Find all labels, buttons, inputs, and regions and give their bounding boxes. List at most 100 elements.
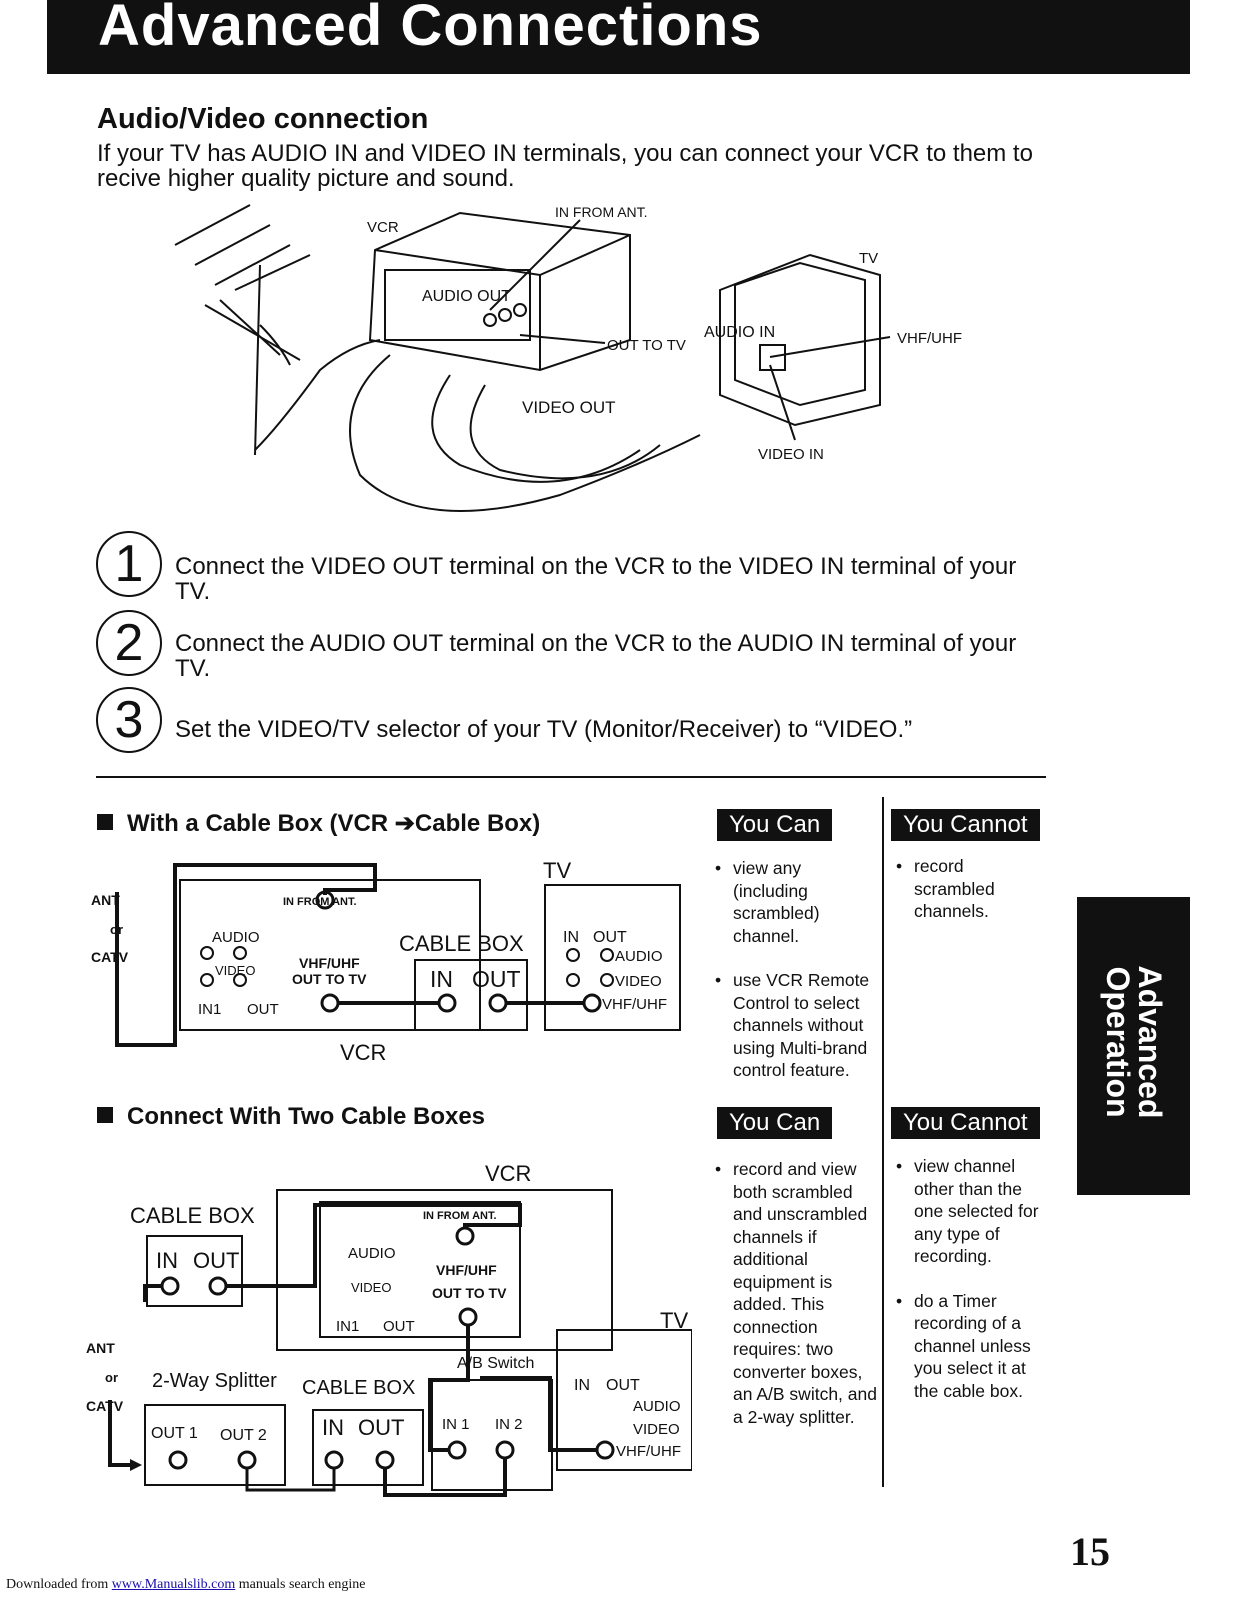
- av-label-tv: TV: [859, 250, 878, 267]
- tb-label-vcr: VCR: [485, 1161, 531, 1186]
- title-bar: [47, 0, 1190, 74]
- cable-box-you-cannot-label: You Cannot: [891, 809, 1040, 841]
- tb-label-cable-box-top: CABLE BOX: [130, 1203, 255, 1228]
- list-item: view channel other than the one selected…: [896, 1155, 1046, 1268]
- two-boxes-you-cannot-list: view channel other than the one selected…: [896, 1155, 1046, 1424]
- tb-label-video: VIDEO: [351, 1280, 391, 1295]
- side-tab: [1077, 897, 1190, 1195]
- footer-prefix: Downloaded from: [6, 1577, 112, 1592]
- section-intro: If your TV has AUDIO IN and VIDEO IN ter…: [97, 140, 1033, 192]
- tb-label-out: OUT: [193, 1248, 239, 1273]
- tb-label-ab-switch: A/B Switch: [457, 1355, 534, 1372]
- cb-label-vhf-uhf: VHF/UHF: [299, 955, 360, 971]
- step-3-number: 3: [96, 687, 162, 753]
- list-item: view any (including scrambled) channel.: [715, 857, 880, 947]
- step-1-number: 1: [96, 531, 162, 597]
- cb-label-tv-in: IN: [563, 929, 579, 946]
- vcr-illustration: [368, 211, 631, 372]
- cb-label-audio: AUDIO: [212, 929, 260, 946]
- tb-label-cable-box-bottom: CABLE BOX: [302, 1377, 415, 1399]
- cable-box-you-can-list: view any (including scrambled) channel. …: [715, 857, 880, 1104]
- tb-label-cb-in: IN: [322, 1415, 344, 1440]
- tb-label-vcr-out: OUT: [383, 1318, 415, 1335]
- cable-box-heading: With a Cable Box (VCR ➔Cable Box): [97, 809, 540, 838]
- two-boxes-title: Connect With Two Cable Boxes: [127, 1103, 486, 1130]
- av-label-vcr: VCR: [367, 219, 399, 236]
- tb-label-out2: OUT 2: [220, 1427, 267, 1444]
- tb-label-out-to-tv: OUT TO TV: [432, 1285, 507, 1301]
- page-title: Advanced Connections: [98, 0, 763, 58]
- cb-label-out: OUT: [247, 1001, 279, 1018]
- step-2-text: Connect the AUDIO OUT terminal on the VC…: [175, 630, 1017, 682]
- tb-label-out1: OUT 1: [151, 1425, 198, 1442]
- cable-box-title: With a Cable Box (VCR ➔Cable Box): [127, 810, 541, 837]
- two-boxes-you-can-label: You Can: [717, 1107, 833, 1139]
- splitter-frame: [144, 1404, 286, 1486]
- cb-label-out-to-tv: OUT TO TV: [292, 971, 367, 987]
- tb-label-splitter: 2-Way Splitter: [152, 1370, 277, 1392]
- cb-label-vcr: VCR: [340, 1040, 386, 1065]
- side-tab-line1: Advanced: [1132, 965, 1168, 1119]
- cb-label-tv-audio: AUDIO: [615, 948, 663, 965]
- cb-label-tv-out: OUT: [593, 929, 627, 946]
- footer-suffix: manuals search engine: [235, 1577, 366, 1592]
- list-item: record and view both scrambled and unscr…: [715, 1158, 880, 1428]
- section-title: Audio/Video connection: [97, 103, 429, 135]
- column-divider: [882, 797, 884, 1487]
- tb-label-in: IN: [156, 1248, 178, 1273]
- two-boxes-you-can-list: record and view both scrambled and unscr…: [715, 1158, 880, 1450]
- tb-label-in-from-ant: IN FROM ANT.: [423, 1210, 497, 1222]
- tb-label-vhf-uhf: VHF/UHF: [436, 1262, 497, 1278]
- tb-label-cb-out: OUT: [358, 1415, 404, 1440]
- list-item: do a Timer recording of a channel unless…: [896, 1290, 1046, 1403]
- cb-label-in-from-ant: IN FROM ANT.: [283, 896, 357, 908]
- av-label-video-in: VIDEO IN: [758, 446, 824, 463]
- square-bullet-icon: [97, 814, 113, 830]
- list-item: use VCR Remote Control to select channel…: [715, 969, 880, 1082]
- av-label-audio-in: AUDIO IN: [704, 324, 775, 341]
- tb-label-or: or: [105, 1370, 118, 1385]
- step-2-number: 2: [96, 610, 162, 676]
- av-label-audio-out: AUDIO OUT: [422, 288, 511, 305]
- two-boxes-diagram: VCR CABLE BOX IN OUT IN FROM ANT. AUDIO …: [86, 1161, 692, 1497]
- cable-box-you-cannot-list: record scrambled channels.: [896, 855, 1046, 945]
- tv-box-frame: [556, 1329, 692, 1471]
- cb-label-catv: CATV: [91, 949, 129, 965]
- tb-label-audio: AUDIO: [348, 1245, 396, 1262]
- ab-switch-frame: [431, 1379, 553, 1491]
- step-1-text: Connect the VIDEO OUT terminal on the VC…: [175, 553, 1017, 605]
- cable-box-diagram: ANT or CATV IN FROM ANT. AUDIO VIDEO IN1…: [91, 858, 681, 1065]
- tb-label-tv-vhf: VHF/UHF: [616, 1443, 681, 1460]
- step-3-text: Set the VIDEO/TV selector of your TV (Mo…: [175, 716, 913, 743]
- cable-box-frame: [414, 959, 528, 1031]
- av-label-vhf-uhf: VHF/UHF: [897, 330, 962, 347]
- two-boxes-heading: Connect With Two Cable Boxes: [97, 1103, 485, 1131]
- page-number: 15: [1070, 1529, 1110, 1574]
- tb-label-tv-audio: AUDIO: [633, 1398, 681, 1415]
- tb-label-tv: TV: [660, 1308, 688, 1333]
- square-bullet-icon: [97, 1107, 113, 1123]
- side-tab-line2: Operation: [1100, 966, 1136, 1118]
- tb-label-sw-in2: IN 2: [495, 1416, 523, 1433]
- av-connection-diagram: VCR IN FROM ANT. TV AUDIO OUT AUDIO IN O…: [174, 204, 962, 512]
- tb-label-tv-video: VIDEO: [633, 1421, 680, 1438]
- av-label-in-from-ant: IN FROM ANT.: [555, 204, 648, 220]
- cable-box-top-frame: [146, 1235, 243, 1307]
- cb-label-in: IN: [430, 966, 453, 992]
- cb-label-or: or: [110, 922, 123, 937]
- cable-box-bottom-frame: [312, 1409, 424, 1486]
- cb-label-in1: IN1: [198, 1001, 221, 1018]
- tb-label-tv-out: OUT: [606, 1377, 640, 1394]
- vcr-box-frame: [276, 1189, 613, 1351]
- cb-label-tv-video: VIDEO: [615, 973, 662, 990]
- cb-label-tv: TV: [543, 858, 571, 883]
- footer-link[interactable]: www.Manualslib.com: [111, 1577, 236, 1592]
- tb-label-in1: IN1: [336, 1318, 359, 1335]
- tv-box-frame: [544, 884, 681, 1031]
- tb-label-tv-in: IN: [574, 1377, 590, 1394]
- tb-label-catv: CATV: [86, 1398, 124, 1414]
- cables: [254, 219, 891, 512]
- tb-label-ant: ANT: [86, 1340, 115, 1356]
- cb-label-video: VIDEO: [215, 963, 255, 978]
- av-label-video-out: VIDEO OUT: [522, 398, 616, 417]
